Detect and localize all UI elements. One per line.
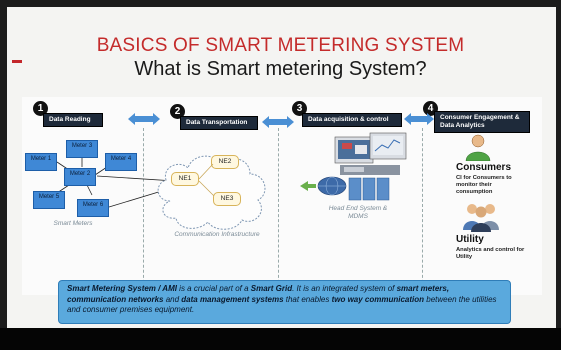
column-divider-3 (422, 128, 423, 288)
definition-banner: Smart Metering System / AMI is a crucial… (58, 280, 511, 324)
red-accent-mark (12, 60, 22, 63)
column-divider-1 (143, 128, 144, 288)
banner-text-bold: two way communication (331, 294, 425, 304)
column-divider-2 (278, 128, 279, 288)
head-end-caption: Head End System & MDMS (328, 205, 388, 220)
server-icon (348, 177, 390, 201)
banner-text-bold: Smart Grid (250, 284, 293, 293)
banner-text: . It is an integrated system of (292, 284, 397, 293)
banner-text: between the utilities and consumer premi… (67, 294, 497, 315)
network-element: NE2 (211, 155, 239, 169)
double-arrow-icon (262, 116, 294, 128)
banner-text-bold: Smart Metering System / AMI (67, 284, 177, 293)
consumers-title: Consumers (456, 162, 512, 173)
double-arrow-icon (404, 113, 434, 125)
smart-meters-caption: Smart Meters (53, 220, 93, 227)
control-center-icon (334, 132, 407, 175)
globe-arrow-icon (300, 176, 347, 196)
meter-box: Meter 4 (105, 153, 137, 171)
ne-links (198, 163, 215, 197)
slide-subtitle: What is Smart metering System? (134, 58, 427, 80)
bottom-black-bar (0, 328, 561, 350)
consumer-person-icon (465, 134, 491, 161)
banner-text: that enables (283, 294, 332, 304)
network-element: NE1 (171, 172, 199, 186)
meter-box: Meter 3 (66, 140, 98, 158)
right-border (556, 0, 561, 350)
banner-text: and (163, 294, 182, 304)
banner-text: is a crucial part of a (176, 284, 251, 293)
slide-title: BASICS OF SMART METERING SYSTEM (96, 35, 465, 56)
utility-description: Analytics and control for Utility (456, 247, 525, 260)
utility-title: Utility (456, 234, 484, 245)
double-arrow-icon (128, 113, 160, 125)
step-label-data-reading: Data Reading (43, 113, 103, 127)
meter-box: Meter 1 (25, 153, 57, 171)
step-number-2: 2 (170, 104, 185, 119)
utility-team-icon (463, 204, 499, 232)
communication-caption: Communication Infrastructure (174, 231, 260, 238)
meter-box: Meter 2 (64, 168, 96, 186)
consumers-description: CI for Consumers to monitor their consum… (456, 175, 512, 195)
network-element: NE3 (213, 192, 241, 206)
step-label-data-transportation: Data Transportation (180, 116, 258, 130)
top-border (0, 0, 561, 7)
step-label-data-acquisition: Data acquisition & control (302, 113, 402, 127)
step-number-3: 3 (292, 101, 307, 116)
left-border (0, 0, 7, 350)
banner-text-bold: smart meters, communication networks (67, 284, 450, 304)
step-number-1: 1 (33, 101, 48, 116)
meter-box: Meter 5 (33, 191, 65, 209)
step-label-consumer-engagement: Consumer Engagement & Data Analytics (434, 111, 530, 133)
banner-text-bold: data management systems (181, 294, 284, 304)
meter-box: Meter 6 (77, 199, 109, 217)
